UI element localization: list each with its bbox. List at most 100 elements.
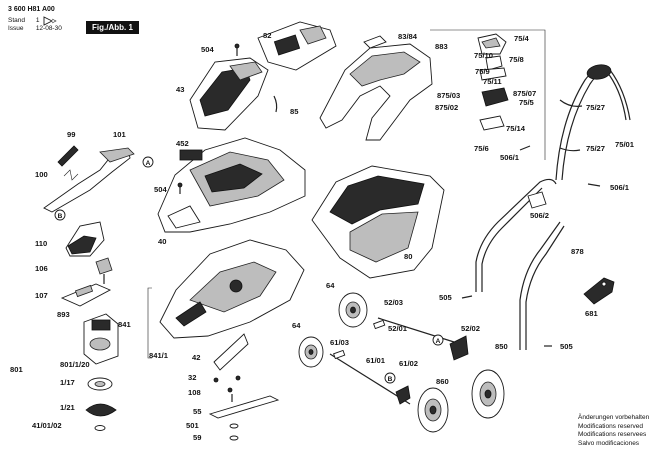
issue-row: Issue 12-08-30 bbox=[8, 25, 62, 32]
wheel-860 bbox=[417, 387, 449, 433]
bushing-52-03 bbox=[373, 319, 386, 330]
part-label: 42 bbox=[192, 353, 200, 362]
part-label: 52/01 bbox=[388, 324, 408, 333]
part-label: 841/1 bbox=[149, 351, 169, 360]
part-label: 83/84 bbox=[398, 32, 418, 41]
motor-801 bbox=[83, 313, 119, 365]
grass-box-lid-883 bbox=[319, 43, 433, 141]
part-label: 32 bbox=[188, 373, 196, 382]
part-label: 1/21 bbox=[60, 403, 76, 412]
bolts-32 bbox=[213, 375, 241, 393]
grass-box-80 bbox=[311, 165, 445, 279]
knob-506-2 bbox=[527, 191, 547, 209]
part-label: 505 bbox=[439, 293, 452, 302]
part-label: 107 bbox=[35, 291, 48, 300]
cable-75-27 bbox=[559, 99, 583, 152]
slider-42 bbox=[213, 333, 249, 371]
blade-55 bbox=[208, 395, 280, 419]
issue-label: Issue bbox=[8, 25, 24, 32]
bracket-52-02 bbox=[449, 335, 469, 361]
deck-841 bbox=[159, 239, 305, 339]
part-label: 506/1 bbox=[610, 183, 630, 192]
part-label: 75/10 bbox=[474, 51, 493, 60]
part-label: 75/9 bbox=[475, 67, 490, 76]
catcher-handle-681 bbox=[583, 277, 615, 305]
part-label: 110 bbox=[35, 239, 47, 248]
part-label: 506/1 bbox=[500, 153, 520, 162]
part-label: 85 bbox=[290, 107, 299, 116]
part-label: 99 bbox=[67, 130, 75, 139]
part-label: 106 bbox=[35, 264, 48, 273]
wheel-64-front bbox=[298, 336, 324, 368]
axle-61-01 bbox=[329, 353, 411, 405]
switch-box-75-4 bbox=[477, 33, 507, 55]
screw-505 bbox=[461, 295, 552, 347]
washer-41-01-02 bbox=[94, 425, 106, 431]
part-label: 75/5 bbox=[519, 98, 535, 107]
stand-row: Stand 1 bbox=[8, 17, 39, 24]
callout-a-marker: A A bbox=[142, 156, 444, 346]
part-label: 801/1/20 bbox=[60, 360, 90, 369]
part-label: 841 bbox=[118, 320, 131, 329]
switch-module-875-07 bbox=[479, 87, 509, 131]
part-label: 883 bbox=[435, 42, 448, 51]
part-label: 504 bbox=[201, 45, 214, 54]
bracket-line bbox=[430, 29, 546, 52]
screw-504-top bbox=[234, 43, 240, 56]
bushing-61-03 bbox=[333, 349, 346, 360]
part-label: 75/4 bbox=[514, 34, 530, 43]
wheel-850 bbox=[471, 369, 505, 419]
part-label: 681 bbox=[585, 309, 598, 318]
part-label: 75/27 bbox=[586, 103, 605, 112]
part-label: 80 bbox=[404, 252, 412, 261]
part-label: 801 bbox=[10, 365, 23, 374]
part-label: 61/03 bbox=[330, 338, 349, 347]
part-label: 43 bbox=[176, 85, 184, 94]
chassis-40 bbox=[157, 137, 306, 233]
part-label: 108 bbox=[188, 388, 201, 397]
part-label: 75/14 bbox=[506, 124, 526, 133]
part-label: 75/01 bbox=[615, 140, 635, 149]
nut-59 bbox=[229, 435, 239, 441]
part-label: 100 bbox=[35, 170, 48, 179]
part-label: 41/01/02 bbox=[32, 421, 62, 430]
lever-101 bbox=[43, 147, 135, 213]
part-label: 101 bbox=[113, 130, 126, 139]
part-label: 64 bbox=[326, 281, 335, 290]
switch-106 bbox=[95, 257, 113, 284]
svg-text:B: B bbox=[388, 376, 393, 383]
clip-99 bbox=[57, 145, 79, 167]
part-label: 75/8 bbox=[509, 55, 524, 64]
part-label: 875/02 bbox=[435, 103, 458, 112]
footer-line: Modifications reserved bbox=[578, 422, 644, 430]
grip-83-84 bbox=[363, 35, 387, 49]
stand-value: 1 bbox=[35, 17, 40, 24]
pin-85 bbox=[273, 95, 278, 113]
part-label: 501 bbox=[186, 421, 199, 430]
part-label: 875/07 bbox=[513, 89, 536, 98]
switch-lever-75-8 bbox=[479, 55, 507, 81]
spring-100 bbox=[63, 169, 79, 181]
part-label: 860 bbox=[436, 377, 449, 386]
callout-b-marker: B B bbox=[54, 209, 396, 384]
screw-506-1 bbox=[519, 145, 601, 187]
part-label: 52/02 bbox=[461, 324, 480, 333]
bracket-61-02 bbox=[395, 385, 411, 405]
part-label: 1/17 bbox=[60, 378, 75, 387]
footer-line: Salvo modificaciones bbox=[578, 439, 640, 447]
screw-504-lower bbox=[177, 182, 183, 194]
deck-bracket bbox=[147, 287, 152, 359]
part-label: 75/11 bbox=[483, 77, 502, 86]
part-label: 75/6 bbox=[474, 144, 489, 153]
svg-text:B: B bbox=[58, 213, 63, 220]
figure-label: Fig./Abb. 1 bbox=[86, 21, 139, 34]
part-label: 875/03 bbox=[437, 91, 460, 100]
part-label: 878 bbox=[571, 247, 584, 256]
belt-1-21 bbox=[85, 403, 117, 417]
part-label: 61/02 bbox=[399, 359, 418, 368]
handle-lower-878 bbox=[475, 178, 565, 350]
part-label: 61/01 bbox=[366, 356, 386, 365]
top-cover-82 bbox=[257, 21, 337, 71]
